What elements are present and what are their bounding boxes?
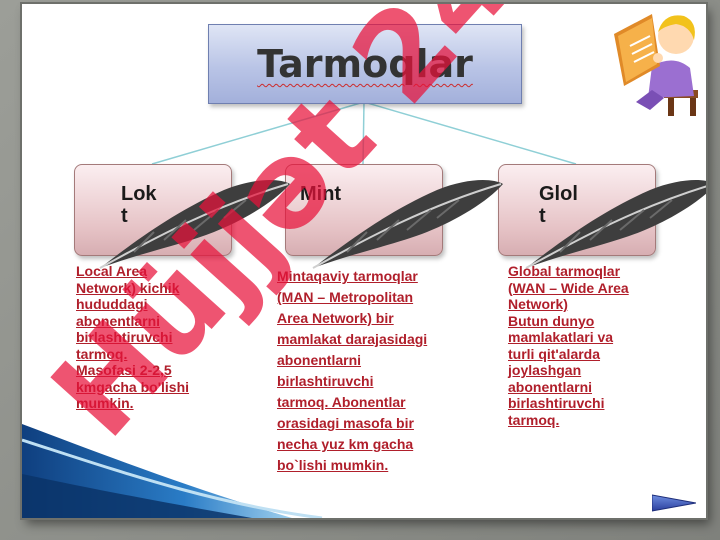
description-regional-network: Mintaqaviy tarmoqlar (MAN – Metropolitan…	[277, 268, 428, 473]
next-slide-arrow-icon[interactable]	[652, 492, 696, 514]
quill-feather-icon	[312, 180, 503, 269]
quill-feather-icon	[99, 180, 290, 269]
node-label: Mint	[300, 183, 342, 205]
child-reading-clipart	[614, 14, 698, 116]
node-label: Glol t	[539, 183, 578, 227]
title-box: Tarmoqlar	[208, 24, 522, 104]
description-local-network: Local Area Network) kichik hududdagi abo…	[76, 263, 190, 411]
quill-feather-icon	[525, 180, 706, 269]
slide-canvas: Tarmoqlar Lok t Mint Glol t Local Area N…	[22, 4, 706, 518]
slide-title: Tarmoqlar	[257, 42, 473, 86]
connector-lines	[151, 101, 577, 165]
corner-ribbon-decoration	[22, 424, 323, 518]
node-label: Lok t	[121, 183, 157, 227]
description-global-network: Global tarmoqlar (WAN – Wide Area Networ…	[508, 263, 629, 428]
